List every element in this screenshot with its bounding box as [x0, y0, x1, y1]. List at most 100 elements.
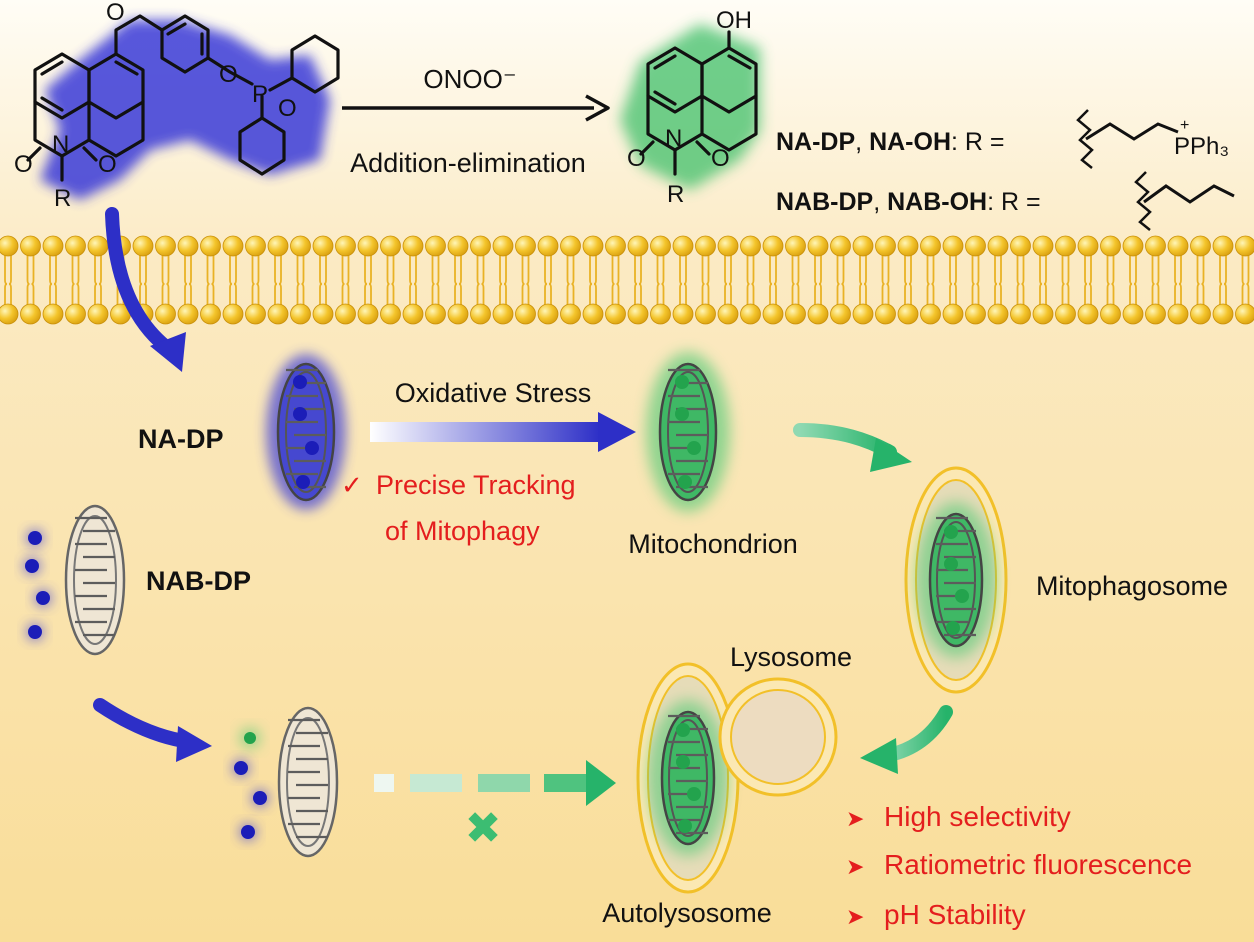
nab-dp-label: NAB-DP: [146, 566, 251, 596]
lipid-head: [380, 303, 401, 325]
attachment-wavy-bond-2: [1134, 171, 1152, 231]
probe-dot: [293, 375, 307, 389]
lipid-head: [177, 303, 199, 325]
lipid-head: [335, 235, 356, 257]
lipid-head: [1212, 303, 1234, 325]
definition-nab: NAB-DP, NAB-OH: R =: [776, 188, 1041, 216]
lipid-head: [987, 303, 1009, 325]
feature-item: Ratiometric fluorescence: [884, 849, 1192, 880]
lipid-head: [1167, 303, 1189, 325]
lipid-tail: [814, 283, 822, 306]
product-carbonyl-oxygen-right: O: [711, 145, 730, 172]
lipid-head: [740, 235, 761, 257]
phosphonate-oxygen: O: [219, 61, 238, 88]
lipid-tail: [836, 283, 845, 306]
lipid-head: [1032, 235, 1054, 257]
lipid-tail: [274, 283, 282, 306]
lipid-head: [1010, 303, 1031, 325]
lipid-head: [200, 235, 221, 257]
lysosome: [718, 677, 838, 797]
lipid-head: [1190, 235, 1211, 257]
lipid-head: [582, 303, 604, 325]
feature-item: pH Stability: [884, 899, 1026, 930]
lipid-head: [1055, 303, 1076, 325]
lipid-tail: [589, 283, 597, 306]
lipid-head: [0, 235, 19, 257]
lipid-head: [605, 235, 626, 257]
green-mitochondrion: [646, 352, 730, 512]
lipid-tail: [1196, 283, 1205, 306]
lipid-tail: [431, 283, 440, 306]
lipid-head: [1032, 303, 1054, 325]
lipid-head: [267, 303, 289, 325]
lipid-head: [470, 303, 491, 325]
lipid-head: [290, 235, 311, 257]
lipid-tail: [251, 283, 260, 306]
lipid-head: [470, 235, 491, 257]
lipid-head: [357, 303, 379, 325]
lipid-head: [717, 303, 739, 325]
lipid-head: [807, 303, 829, 325]
nab-dp-mitochondrion: [64, 504, 126, 656]
lipid-head: [965, 303, 986, 325]
lipid-head: [245, 235, 266, 257]
lipid-head: [312, 303, 334, 325]
lipid-head: [875, 235, 896, 257]
lipid-tail: [701, 283, 710, 306]
lipid-head: [357, 235, 379, 257]
lipid-head: [582, 235, 604, 257]
lipid-head: [155, 303, 176, 325]
lipid-tail: [296, 283, 305, 306]
lipid-head: [155, 235, 176, 257]
butyl-chain: [1143, 184, 1235, 204]
lipid-head: [1077, 235, 1099, 257]
lipid-tail: [1016, 283, 1025, 306]
lipid-tail: [206, 283, 215, 306]
lipid-tail: [1106, 283, 1115, 306]
lipid-head: [1122, 235, 1144, 257]
lipid-tail: [949, 283, 957, 306]
precise-tracking-line1: Precise Tracking: [376, 470, 576, 500]
product-structure: OH N O O R: [620, 7, 760, 208]
blocked-mark: ✖: [465, 803, 502, 854]
lipid-head: [920, 235, 941, 257]
lipid-tail: [881, 283, 890, 306]
lipid-head: [762, 235, 784, 257]
attachment-wavy-bond-1: [1076, 109, 1094, 169]
blocked-pathway-arrow: ✖: [374, 760, 616, 854]
untargeted-probes: [232, 728, 269, 841]
lipid-head: [380, 235, 401, 257]
autolysosome: [636, 662, 740, 894]
lipid-head: [1010, 235, 1031, 257]
lipid-head: [627, 303, 649, 325]
na-dp-label: NA-DP: [138, 424, 224, 454]
lipid-head: [1212, 235, 1234, 257]
lipid-tail: [769, 283, 777, 306]
lipid-head: [740, 303, 761, 325]
lipid-head: [807, 235, 829, 257]
lipid-tail: [544, 283, 552, 306]
lipid-head: [605, 303, 626, 325]
lipid-head: [425, 303, 446, 325]
lipid-head: [0, 303, 19, 325]
lipid-head: [65, 235, 86, 257]
lipid-tail: [1174, 283, 1182, 306]
lipid-tail: [1219, 283, 1227, 306]
lipid-head: [335, 303, 356, 325]
phosphoryl-oxygen: O: [278, 95, 297, 122]
lipid-tail: [184, 283, 192, 306]
feature-bullet: ➤: [846, 905, 864, 930]
lipid-head: [492, 235, 514, 257]
lipid-head: [650, 235, 671, 257]
lipid-head: [42, 303, 64, 325]
lipid-tail: [26, 283, 35, 306]
lipid-head: [447, 235, 469, 257]
definition-na-name1: NA-DP: [776, 128, 855, 156]
lipid-head: [402, 303, 424, 325]
lipid-tail: [1084, 283, 1092, 306]
lipid-head: [897, 303, 919, 325]
positive-charge: +: [1180, 117, 1189, 134]
lipid-head: [1167, 235, 1189, 257]
lipid-tail: [926, 283, 935, 306]
